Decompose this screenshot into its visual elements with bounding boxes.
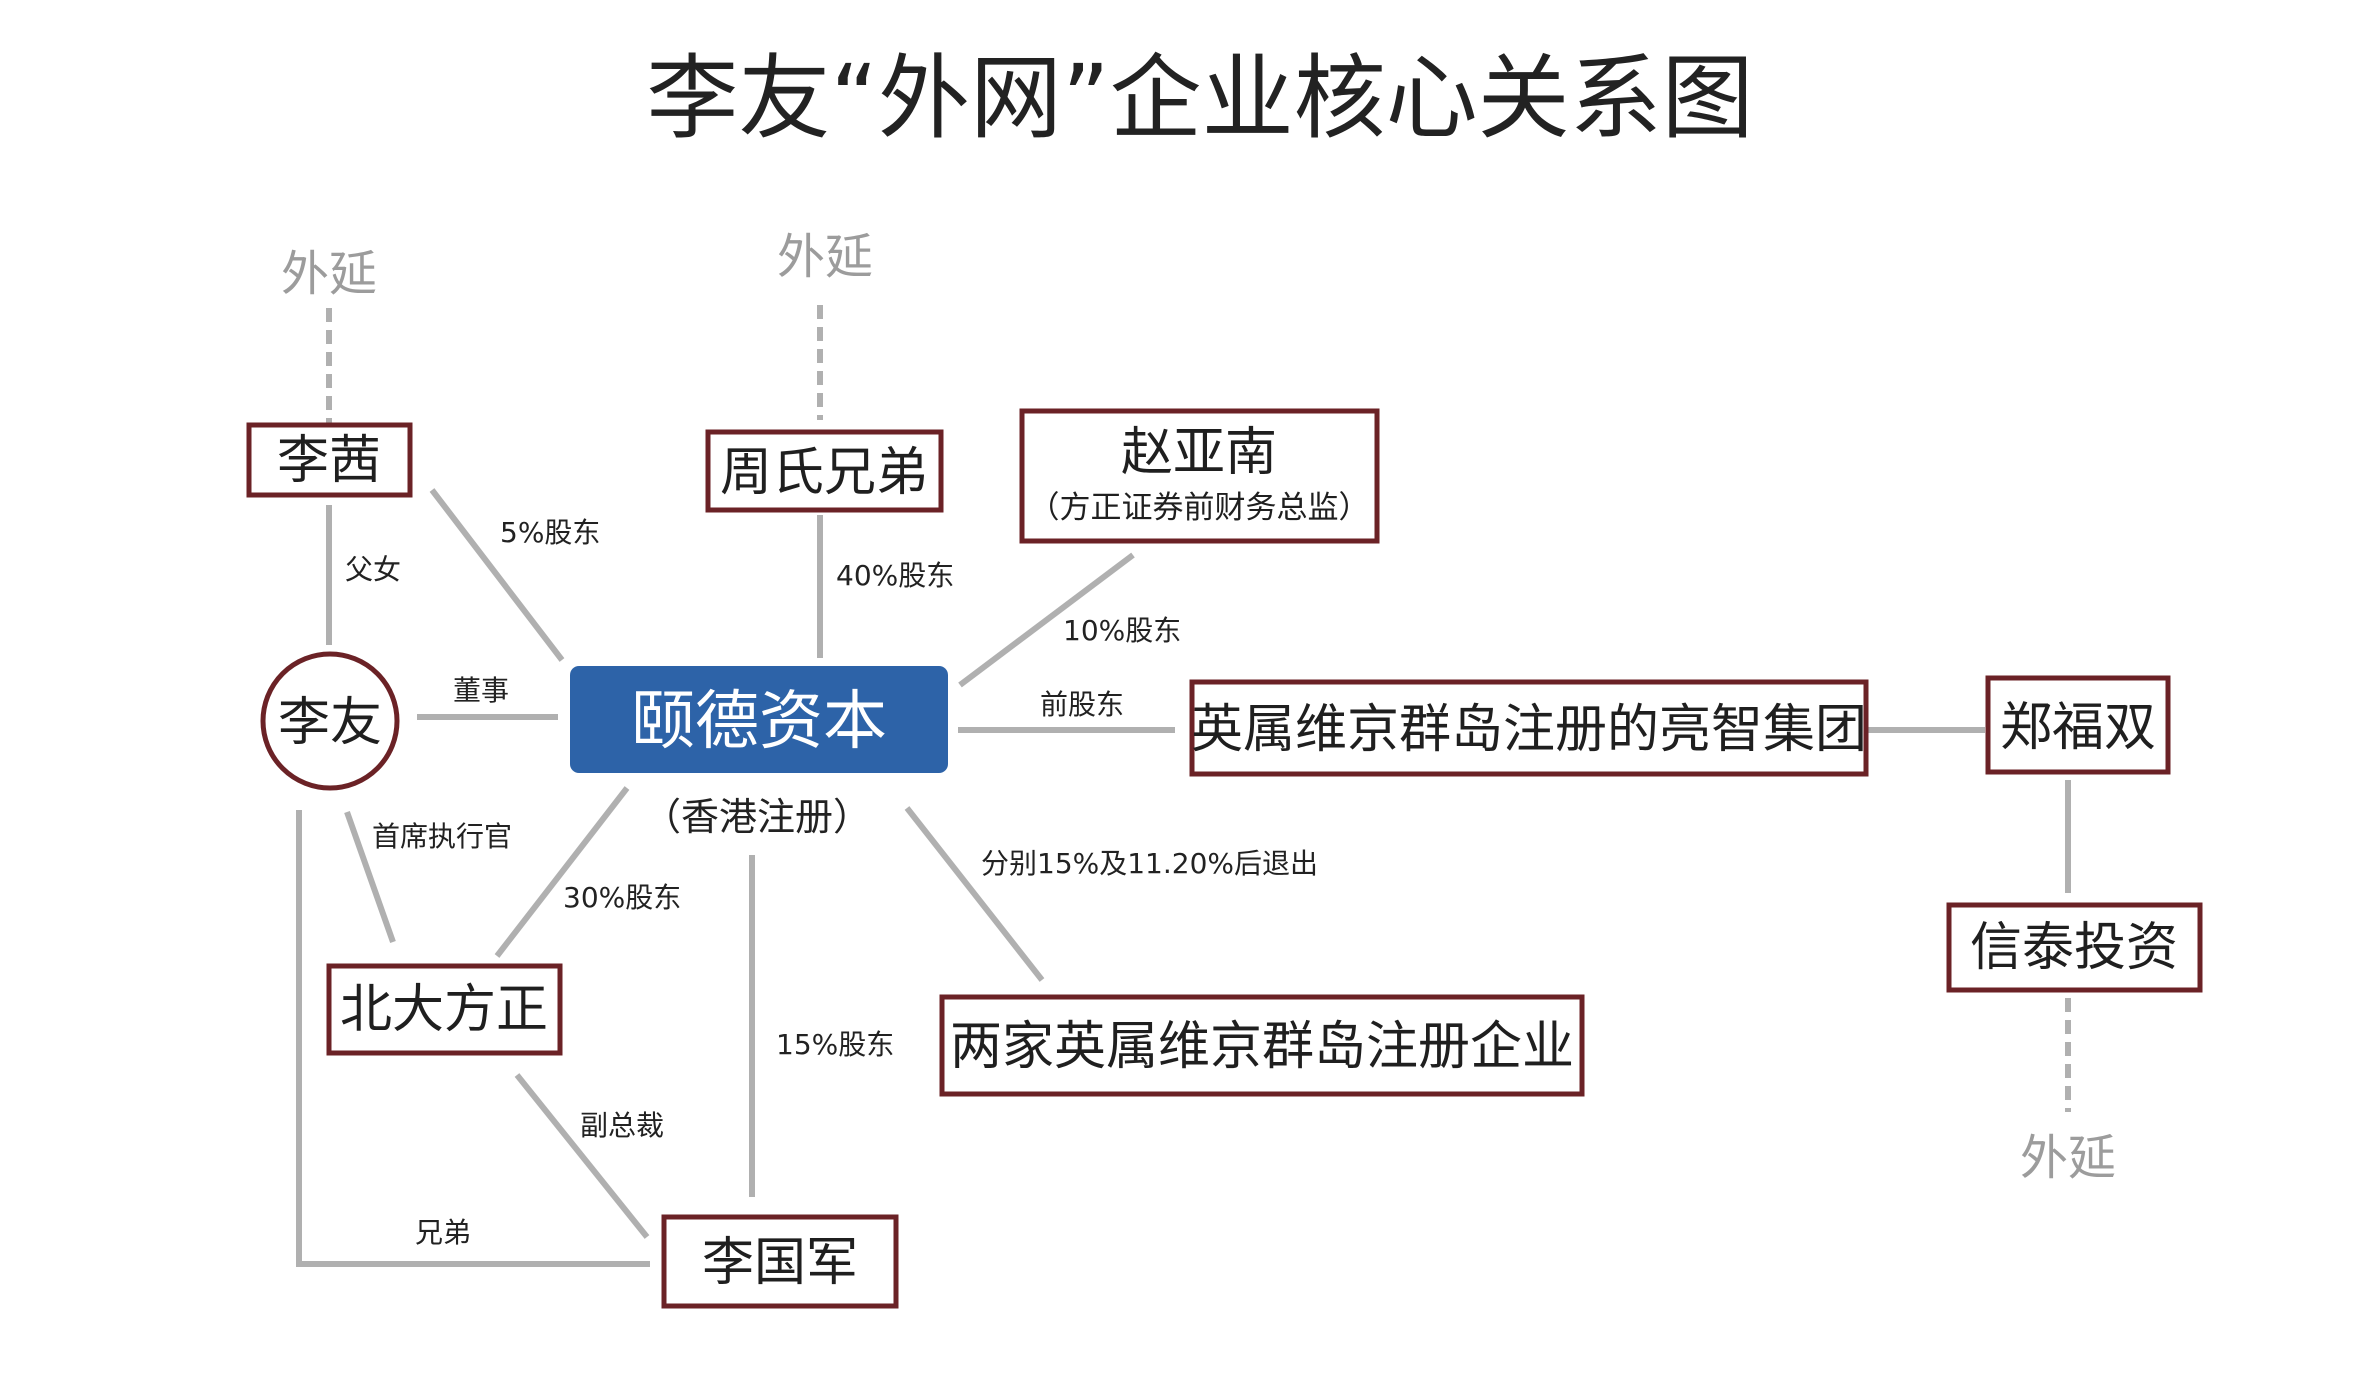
node-liangzhi-group: 英属维京群岛注册的亮智集团 (1189, 679, 1869, 777)
node-li-guojun: 李国军 (661, 1214, 899, 1309)
edge-label-former-shareholder: 前股东 (1040, 688, 1124, 721)
node-label-liangzhi-group: 英属维京群岛注册的亮智集团 (1191, 700, 1867, 760)
edge-label-10pct: 10%股东 (1063, 614, 1181, 647)
node-yide-capital: 颐德资本 （香港注册） (570, 666, 948, 839)
extension-label-xintai: 外延 (2020, 1130, 2116, 1186)
edge-founder-liguojun (514, 1073, 650, 1239)
node-zhao-yanan: 赵亚南 （方正证券前财务总监） (1019, 408, 1380, 544)
edge-label-40pct: 40%股东 (836, 559, 954, 592)
node-two-bvi-companies: 两家英属维京群岛注册企业 (939, 994, 1585, 1097)
edge-liyou-liguojun (296, 810, 650, 1267)
node-zhou-brothers: 周氏兄弟 (705, 429, 944, 513)
extension-label-li-qian: 外延 (281, 246, 377, 302)
node-label-peking-founder: 北大方正 (340, 980, 548, 1040)
edge-label-5pct: 5%股东 (500, 516, 600, 549)
diagram-title: 李友“外网”企业核心关系图 (646, 45, 1753, 152)
node-peking-founder: 北大方正 (326, 963, 563, 1056)
edge-liqian-yide (429, 488, 565, 662)
edge-zhao-yide (958, 552, 1135, 688)
edge-label-father-daughter: 父女 (345, 553, 401, 586)
edge-label-brothers: 兄弟 (415, 1216, 471, 1249)
edge-yide-founder (494, 786, 630, 958)
edge-yide-bvi (904, 806, 1045, 982)
node-label-yide-capital: 颐德资本 (631, 685, 887, 759)
node-xintai-investment: 信泰投资 (1946, 902, 2203, 993)
edge-label-30pct: 30%股东 (563, 881, 681, 914)
edge-liyou-founder (344, 810, 396, 944)
node-zheng-fushuang: 郑福双 (1985, 675, 2171, 775)
node-label-two-bvi-companies: 两家英属维京群岛注册企业 (950, 1017, 1574, 1077)
node-label-xintai-investment: 信泰投资 (1970, 918, 2178, 978)
node-label-zheng-fushuang: 郑福双 (2000, 698, 2156, 758)
edge-label-director: 董事 (453, 674, 509, 707)
edge-label-vp: 副总裁 (580, 1109, 664, 1142)
edge-label-15pct: 15%股东 (776, 1028, 894, 1061)
node-li-you: 李友 (260, 651, 400, 791)
node-note-yide-capital: （香港注册） (643, 795, 871, 839)
node-label-zhou-brothers: 周氏兄弟 (720, 443, 928, 503)
node-label-zhao-yanan: 赵亚南 (1121, 423, 1277, 483)
edge-label-ceo: 首席执行官 (372, 820, 512, 853)
node-label-li-qian: 李茜 (277, 431, 381, 491)
node-note-zhao-yanan: （方正证券前财务总监） (1029, 490, 1370, 526)
extension-label-zhou-brothers: 外延 (777, 229, 873, 285)
node-label-li-you: 李友 (278, 693, 382, 753)
node-li-qian: 李茜 (246, 422, 413, 498)
edge-label-exit: 分别15%及11.20%后退出 (981, 847, 1318, 880)
node-label-li-guojun: 李国军 (702, 1233, 858, 1293)
